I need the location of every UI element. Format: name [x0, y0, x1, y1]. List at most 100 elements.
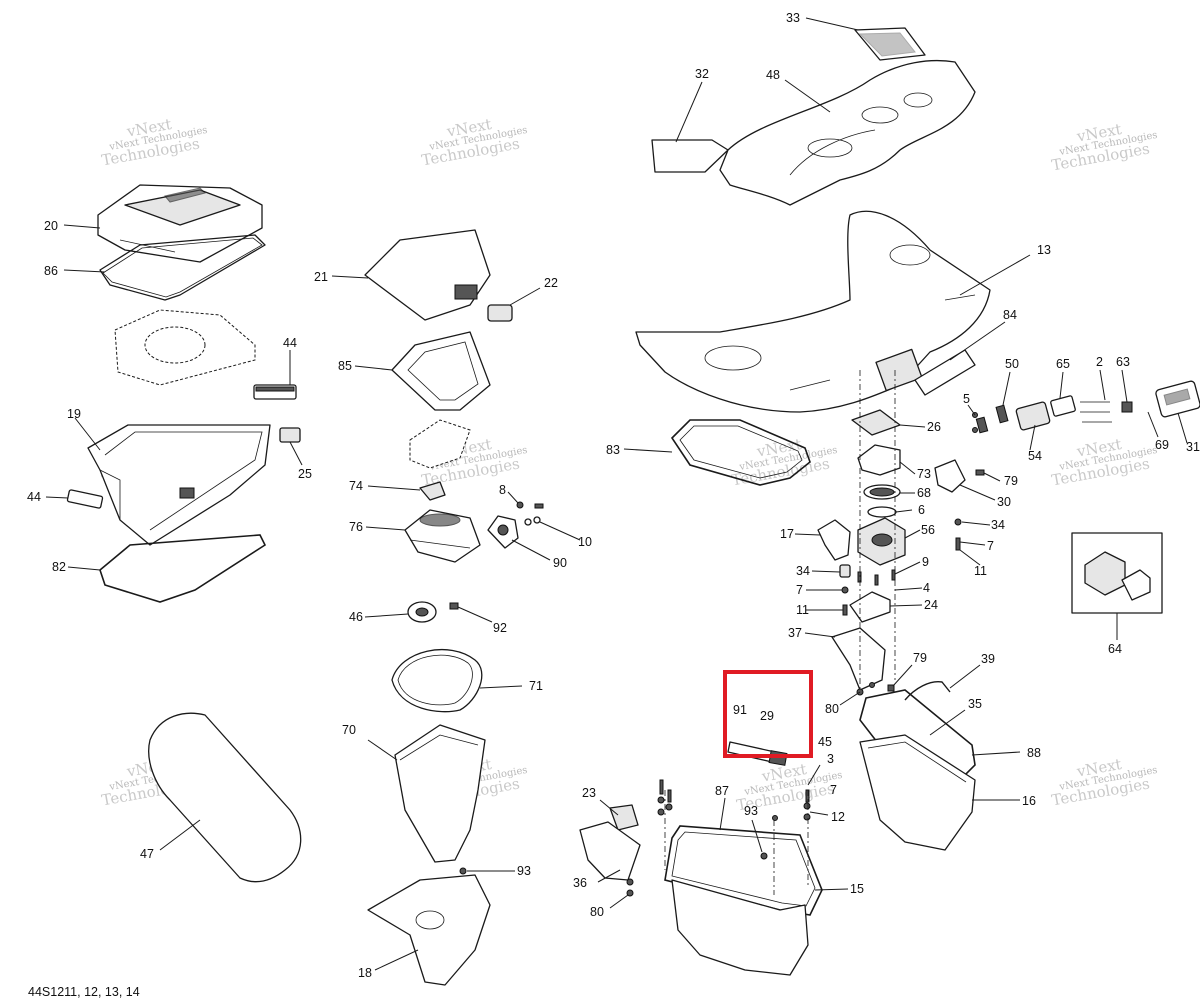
gasket-71[interactable]: [391, 648, 483, 713]
seal-83[interactable]: [670, 419, 811, 486]
callout-7-left: 7: [796, 583, 803, 597]
clip-44-bottom[interactable]: [66, 489, 104, 509]
cover-21[interactable]: [364, 229, 491, 321]
clip-44-top[interactable]: [253, 384, 297, 400]
callout-2: 2: [1096, 355, 1103, 369]
watermark: vNext Technologies vNext Technologies: [1050, 755, 1158, 809]
cable-39[interactable]: [904, 681, 951, 701]
callout-36: 36: [573, 876, 587, 890]
speaker-76[interactable]: [404, 509, 481, 563]
highlight-box: [723, 670, 813, 758]
callout-37: 37: [788, 626, 802, 640]
deck-decal-33[interactable]: [854, 27, 926, 61]
washer-10[interactable]: [524, 516, 541, 526]
callout-15: 15: [850, 882, 864, 896]
housing-70[interactable]: [394, 724, 486, 863]
callout-10: 10: [578, 535, 592, 549]
callout-32: 32: [695, 67, 709, 81]
callout-50: 50: [1005, 357, 1019, 371]
deck-cover-13[interactable]: [635, 210, 991, 413]
deck-decal-48[interactable]: [719, 59, 976, 206]
callout-64: 64: [1108, 642, 1122, 656]
callout-80-left: 80: [590, 905, 604, 919]
storage-bin-19[interactable]: [87, 424, 271, 546]
bolts-left-column[interactable]: [626, 779, 673, 897]
bracket-23[interactable]: [609, 804, 639, 831]
module-64-box[interactable]: [1071, 532, 1163, 614]
callout-92: 92: [493, 621, 507, 635]
latch-assembly-54[interactable]: [972, 395, 1133, 434]
seal-82[interactable]: [99, 534, 267, 603]
assembly-axes: [664, 370, 896, 895]
callout-labels: 33 32 48 13 20 86 21 22 44 85 84 50 65 2…: [27, 11, 1200, 980]
callout-7-low: 7: [830, 783, 837, 797]
callout-31: 31: [1186, 440, 1200, 454]
callout-6: 6: [918, 503, 925, 517]
seal-86[interactable]: [99, 234, 266, 301]
callout-48: 48: [766, 68, 780, 82]
grommet-93-left[interactable]: [459, 867, 467, 875]
pad-26[interactable]: [851, 409, 901, 436]
cap-22[interactable]: [487, 304, 513, 322]
callout-93-left: 93: [517, 864, 531, 878]
fitting-46[interactable]: [407, 601, 437, 623]
callout-86: 86: [44, 264, 58, 278]
callout-30: 30: [997, 495, 1011, 509]
latch-cover-31[interactable]: [1155, 380, 1200, 418]
callout-8: 8: [499, 483, 506, 497]
bracket-36[interactable]: [579, 821, 641, 881]
housing-37[interactable]: [831, 627, 886, 691]
bin-16[interactable]: [859, 734, 976, 851]
watermark: vNext Technologies vNext Technologies: [1050, 120, 1158, 174]
screw-92[interactable]: [449, 602, 459, 610]
callout-85: 85: [338, 359, 352, 373]
ring-68[interactable]: [863, 484, 901, 500]
callout-70: 70: [342, 723, 356, 737]
callout-47: 47: [140, 847, 154, 861]
bracket-17[interactable]: [817, 519, 851, 561]
hardware-11-7[interactable]: [841, 469, 985, 616]
callout-4: 4: [923, 581, 930, 595]
callout-79-mid: 79: [913, 651, 927, 665]
bracket-dashed: [409, 419, 471, 469]
flange-73[interactable]: [857, 444, 901, 476]
watermark: vNext Technologies vNext Technologies: [100, 115, 208, 169]
callout-69: 69: [1155, 438, 1169, 452]
spacer-34[interactable]: [839, 564, 851, 578]
callout-80-right: 80: [825, 702, 839, 716]
deck-decal-32[interactable]: [651, 139, 729, 173]
cushion-47[interactable]: [148, 712, 302, 883]
callout-45: 45: [818, 735, 832, 749]
storage-lid-20[interactable]: [97, 184, 263, 263]
clip-25[interactable]: [279, 427, 301, 443]
callout-16: 16: [1022, 794, 1036, 808]
bracket-24[interactable]: [849, 591, 891, 623]
callout-76: 76: [349, 520, 363, 534]
callout-74: 74: [349, 479, 363, 493]
callout-83: 83: [606, 443, 620, 457]
callout-13: 13: [1037, 243, 1051, 257]
frame-85[interactable]: [391, 331, 491, 411]
tray-18[interactable]: [367, 874, 491, 986]
bolt-8[interactable]: [516, 501, 544, 509]
reference-code: 44S1211, 12, 13, 14: [28, 985, 140, 999]
bracket-90[interactable]: [487, 515, 519, 549]
callout-29: 29: [760, 709, 774, 723]
handle-84[interactable]: [914, 349, 976, 396]
bracket-30[interactable]: [934, 459, 966, 493]
callout-82: 82: [52, 560, 66, 574]
callout-11-left: 11: [796, 603, 809, 617]
bolts-12-7-3[interactable]: [760, 789, 811, 860]
bolts-9[interactable]: [857, 569, 896, 586]
callout-12: 12: [831, 810, 845, 824]
cap-74[interactable]: [419, 481, 446, 501]
tube-91-29[interactable]: [727, 741, 788, 766]
bin-15[interactable]: [671, 879, 809, 976]
callout-35: 35: [968, 697, 982, 711]
motor-56[interactable]: [857, 517, 906, 566]
callout-93-right: 93: [744, 804, 758, 818]
callout-56: 56: [921, 523, 935, 537]
washer-6[interactable]: [867, 506, 897, 518]
callout-54: 54: [1028, 449, 1042, 463]
callout-87: 87: [715, 784, 729, 798]
